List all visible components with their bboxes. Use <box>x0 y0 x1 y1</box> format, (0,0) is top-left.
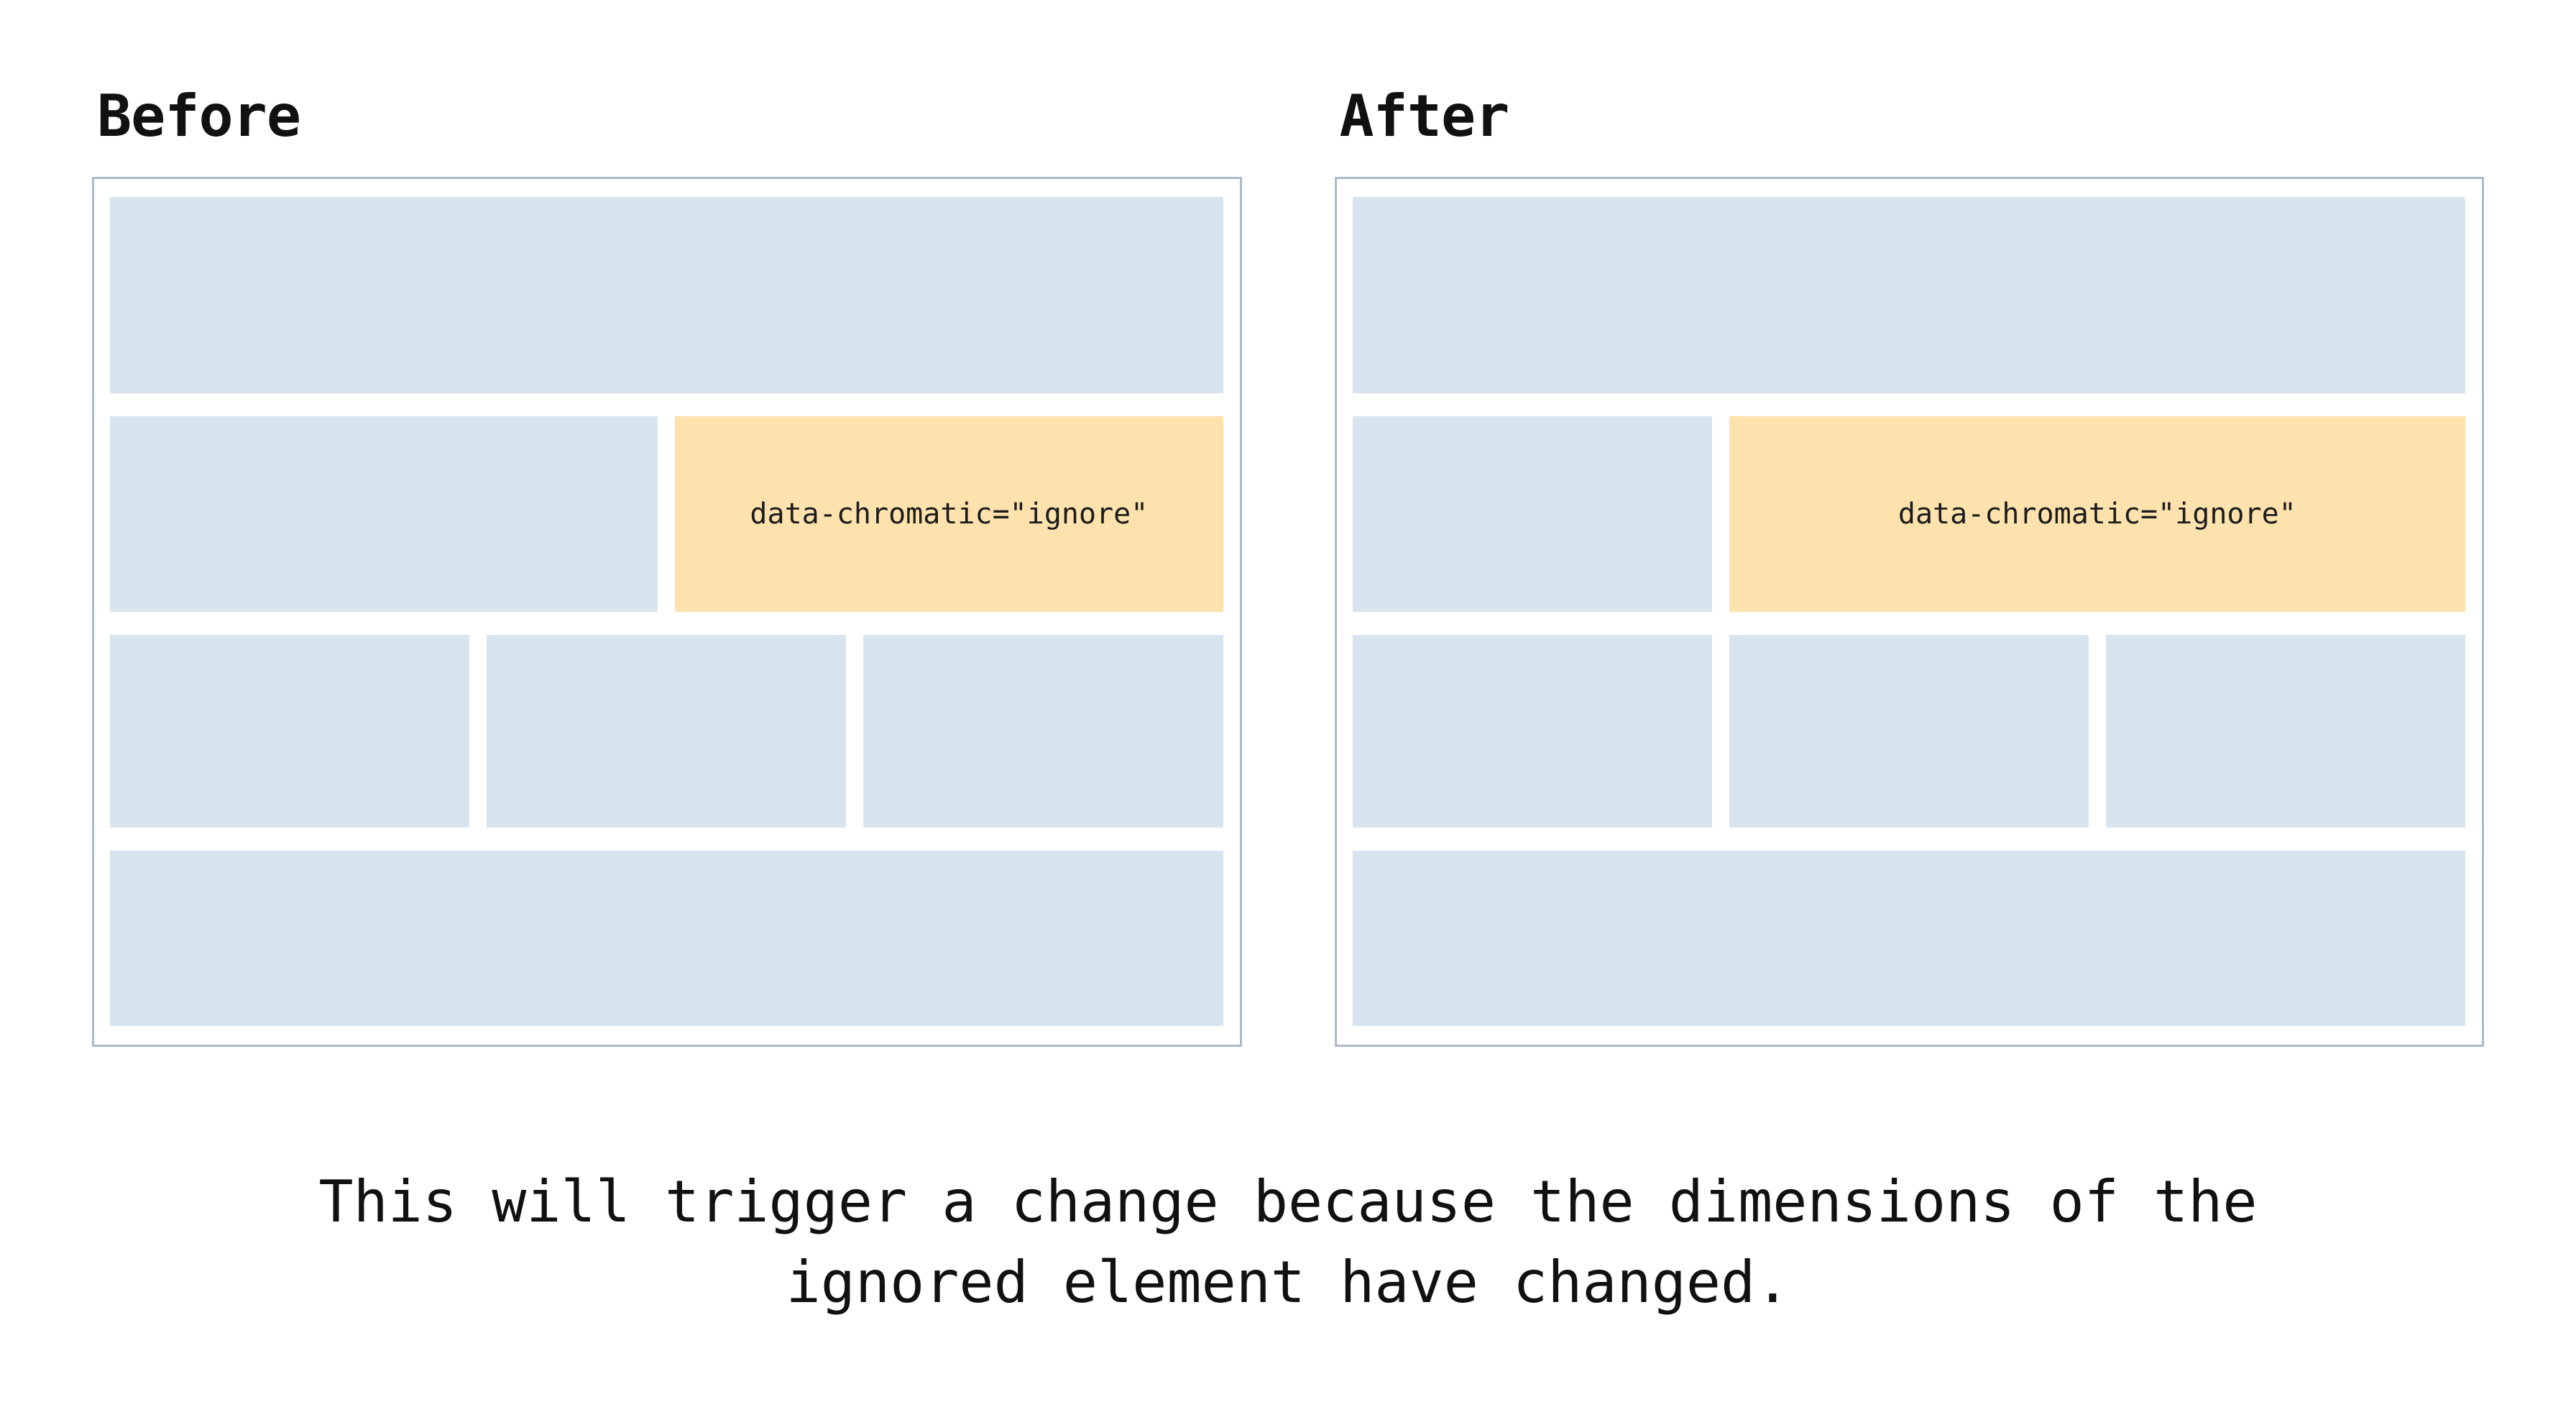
caption-line-1: This will trigger a change because the d… <box>318 1168 2258 1235</box>
after-row-ignore: data-chromatic="ignore" <box>1352 416 2465 612</box>
caption: This will trigger a change because the d… <box>0 1162 2576 1323</box>
caption-line-2: ignored element have changed. <box>786 1249 1790 1316</box>
before-section: Before data-chromatic="ignore" <box>92 86 1242 1047</box>
after-row-footer <box>1352 851 2465 1026</box>
ignore-attribute-label: data-chromatic="ignore" <box>750 498 1149 531</box>
before-heading: Before <box>97 83 301 150</box>
before-row-header <box>110 197 1223 393</box>
placeholder-block <box>1352 197 2465 393</box>
after-panel: data-chromatic="ignore" <box>1334 177 2484 1047</box>
after-heading: After <box>1339 83 1510 150</box>
placeholder-block <box>487 635 847 828</box>
before-panel: data-chromatic="ignore" <box>92 177 1242 1047</box>
ignore-attribute-label: data-chromatic="ignore" <box>1898 498 2296 531</box>
placeholder-block <box>1352 635 1712 828</box>
after-row-header <box>1352 197 2465 393</box>
before-row-ignore: data-chromatic="ignore" <box>110 416 1223 612</box>
placeholder-block <box>863 635 1223 828</box>
placeholder-block <box>1352 416 1712 612</box>
ignored-element: data-chromatic="ignore" <box>675 416 1223 612</box>
placeholder-block <box>110 197 1223 393</box>
placeholder-block <box>1729 635 2089 828</box>
before-row-cards <box>110 635 1223 828</box>
placeholder-block <box>110 635 470 828</box>
placeholder-block <box>2105 635 2466 828</box>
placeholder-block <box>110 851 1223 1026</box>
placeholder-block <box>1352 851 2465 1026</box>
comparison-columns: Before data-chromatic="ignore" After <box>92 83 2484 1047</box>
after-section: After data-chromatic="ignore" <box>1334 83 2484 1047</box>
after-row-cards <box>1352 635 2466 828</box>
placeholder-block <box>110 416 658 612</box>
before-row-footer <box>110 851 1223 1026</box>
ignored-element: data-chromatic="ignore" <box>1729 416 2465 612</box>
